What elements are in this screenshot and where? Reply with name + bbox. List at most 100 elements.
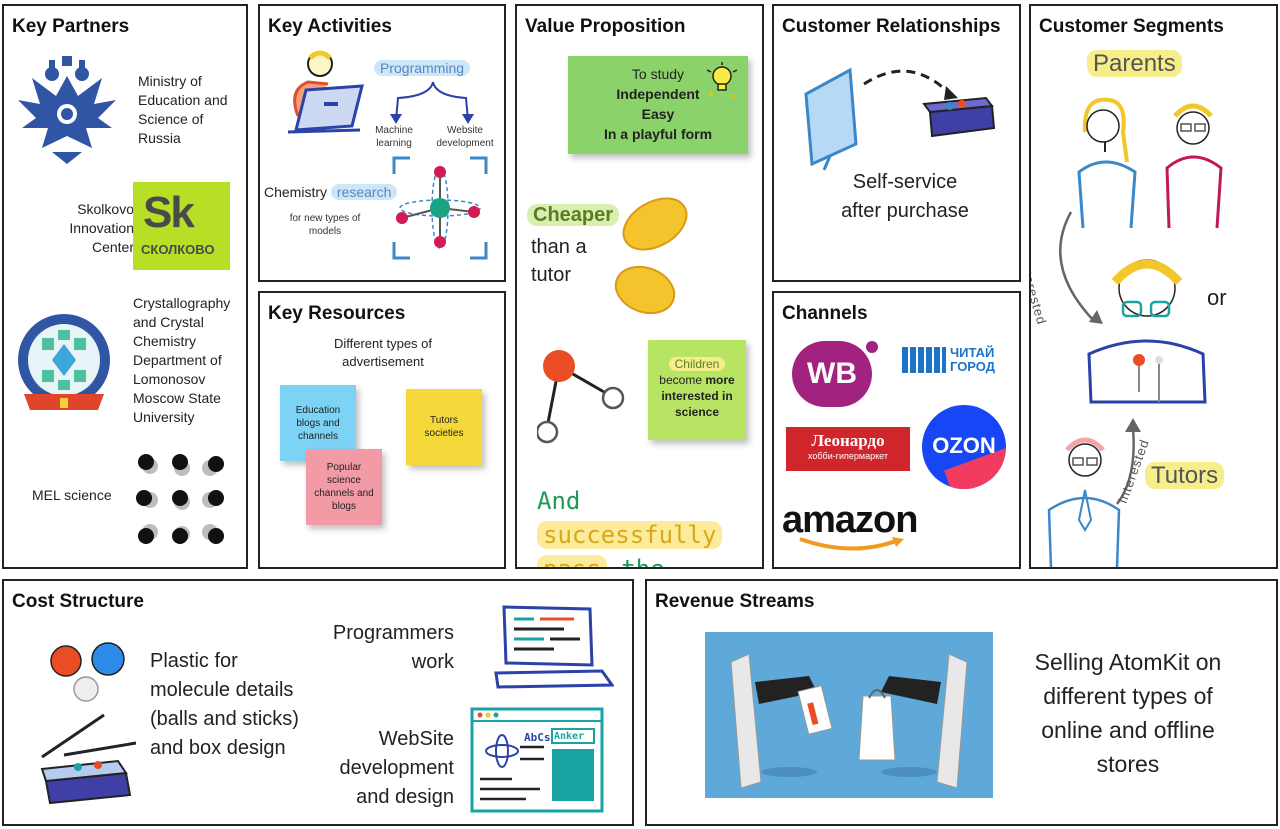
- monitor-to-box-illustration: [804, 67, 996, 171]
- wb-text: WB: [807, 357, 857, 390]
- tutor-label: tutor: [531, 264, 572, 286]
- website-text: WebSite development and design: [339, 728, 454, 808]
- leonardo-text: Леонардо: [811, 431, 885, 450]
- key-resources-section: Key Resources Different types of adverti…: [258, 291, 506, 569]
- independent-line: Independent: [616, 86, 700, 102]
- tutors-text: Tutors: [1145, 462, 1225, 489]
- easy-line: Easy: [641, 106, 675, 122]
- tutors-label: Tutors: [1145, 462, 1225, 490]
- sticky-popular-science: Popular science channels and blogs: [306, 449, 382, 525]
- programming-branch-arrows: [390, 81, 474, 124]
- revenue-streams-title: Revenue Streams: [655, 591, 815, 612]
- key-resources-subtitle: Different types of advertisement: [333, 336, 433, 369]
- crystallography-label: Crystallography and Crystal Chemistry De…: [133, 295, 231, 425]
- interested-arrow-up: [1116, 418, 1141, 505]
- molecule-target-icon: [392, 156, 488, 260]
- customer-relationships-section: Customer Relationships Self-service afte…: [772, 4, 1021, 282]
- key-partners-section: Key Partners Ministry of Education and S…: [2, 4, 248, 569]
- chemistry-text: Chemistry: [264, 184, 328, 200]
- research-text: research: [330, 184, 398, 200]
- key-activities-title: Key Activities: [268, 16, 392, 37]
- programming-label: Programming: [374, 60, 471, 76]
- machine-learning-label: Machine learning: [375, 125, 413, 149]
- russian-eagle-emblem: [18, 56, 116, 164]
- customer-segments-title: Customer Segments: [1039, 16, 1224, 37]
- screen-label-abcs: AbCs: [524, 731, 551, 744]
- lightbulb-icon: [706, 62, 738, 98]
- parents-label: Parents: [1087, 50, 1182, 78]
- gorod-text: ГОРОД: [950, 359, 996, 374]
- self-service-text: Self-service after purchase: [841, 171, 969, 222]
- channels-section: Channels WB ЧИТАЙ ГОРОД Леонардо хобби-г…: [772, 291, 1021, 569]
- ozon-logo: OZON: [922, 405, 1006, 489]
- child-illustration: [1087, 259, 1207, 404]
- molecule-parts-illustration: [40, 642, 137, 805]
- chitai-gorod-mark: [902, 347, 946, 373]
- programming-text: Programming: [374, 60, 471, 76]
- exams-phrase: And successfully pass the exams!: [537, 484, 757, 569]
- key-partners-title: Key Partners: [12, 16, 130, 37]
- parents-illustration: [1077, 97, 1223, 229]
- customer-relationships-title: Customer Relationships: [782, 16, 1001, 37]
- amazon-smile-icon: [799, 537, 904, 551]
- key-activities-section: Key Activities Programming Machine learn…: [258, 4, 506, 282]
- mel-science-logo: [136, 454, 224, 544]
- successfully-text: successfully: [537, 521, 723, 549]
- chitai-text: ЧИТАЙ: [950, 345, 995, 360]
- website-development-label: Website development: [436, 125, 494, 149]
- become-text: become: [659, 373, 702, 387]
- programmer-laptop-illustration: [287, 50, 364, 134]
- programmers-text: Programmers work: [332, 622, 454, 673]
- sticky-education-blogs: Education blogs and channels: [280, 385, 356, 461]
- shopping-hands-svg: [730, 653, 968, 789]
- channels-title: Channels: [782, 303, 868, 324]
- skolkovo-logo-sk: Sk: [143, 188, 195, 237]
- value-proposition-section: Value Proposition To study Independent E…: [515, 4, 764, 569]
- interested-in-science-text: interested in science: [661, 389, 733, 419]
- coins-illustration: [614, 197, 688, 315]
- cheaper-label: Cheaper: [527, 204, 620, 227]
- cost-structure-section: Cost Structure Plastic for molecule deta…: [2, 579, 634, 826]
- research-note: for new types of models: [289, 213, 361, 237]
- ozon-text: OZON: [932, 433, 996, 458]
- tutor-illustration: [1047, 437, 1121, 567]
- pass-text: pass: [537, 555, 607, 567]
- wb-dot: [866, 341, 878, 353]
- amazon-logo: amazon: [782, 499, 942, 559]
- customer-segments-section: Customer Segments Parents interested or: [1029, 4, 1278, 569]
- sticky-tutors-societies: Tutors societies: [406, 389, 482, 465]
- plastic-text: Plastic for molecule details (balls and …: [150, 650, 299, 759]
- revenue-text: Selling AtomKit on different types of on…: [1034, 649, 1222, 777]
- skolkovo-logo: Sk СКОЛКОВО: [133, 182, 230, 270]
- cost-structure-title: Cost Structure: [12, 591, 144, 612]
- key-resources-title: Key Resources: [268, 303, 406, 324]
- amazon-text: amazon: [782, 499, 918, 541]
- leonardo-sub-text: хобби-гипермаркет: [808, 451, 888, 461]
- and-text: And: [537, 487, 581, 515]
- ministry-label: Ministry of Education and Science of Rus…: [138, 73, 228, 146]
- chemistry-research-label: Chemistry research: [264, 184, 398, 200]
- children-text: Children: [668, 357, 726, 371]
- chitai-gorod-logo: ЧИТАЙ ГОРОД: [902, 345, 1012, 377]
- website-design-icon: [470, 707, 604, 813]
- screen-label-anker: Anker: [554, 731, 585, 742]
- skolkovo-logo-text: СКОЛКОВО: [141, 242, 215, 257]
- the-exams-text: the exams!: [621, 555, 665, 569]
- wildberries-logo: WB: [792, 341, 872, 407]
- molecule-ball-stick-icon: [537, 350, 625, 444]
- laptop-code-icon: [494, 605, 614, 689]
- playful-line: In a playful form: [603, 126, 713, 142]
- crystallography-badge: [18, 314, 110, 410]
- online-shopping-illustration: [705, 632, 993, 798]
- to-study-line: To study: [631, 66, 685, 82]
- skolkovo-label: Skolkovo Innovation Center: [69, 201, 134, 255]
- than-a-label: than a: [531, 236, 587, 258]
- cheaper-text: Cheaper: [527, 204, 620, 226]
- or-label: or: [1207, 285, 1227, 310]
- leonardo-logo: Леонардо хобби-гипермаркет: [786, 427, 910, 471]
- mel-science-label: MEL science: [32, 487, 112, 503]
- more-text: more: [705, 373, 735, 387]
- parents-text: Parents: [1087, 50, 1182, 77]
- interested-arrow-down: [1059, 211, 1103, 324]
- value-proposition-title: Value Proposition: [525, 16, 686, 37]
